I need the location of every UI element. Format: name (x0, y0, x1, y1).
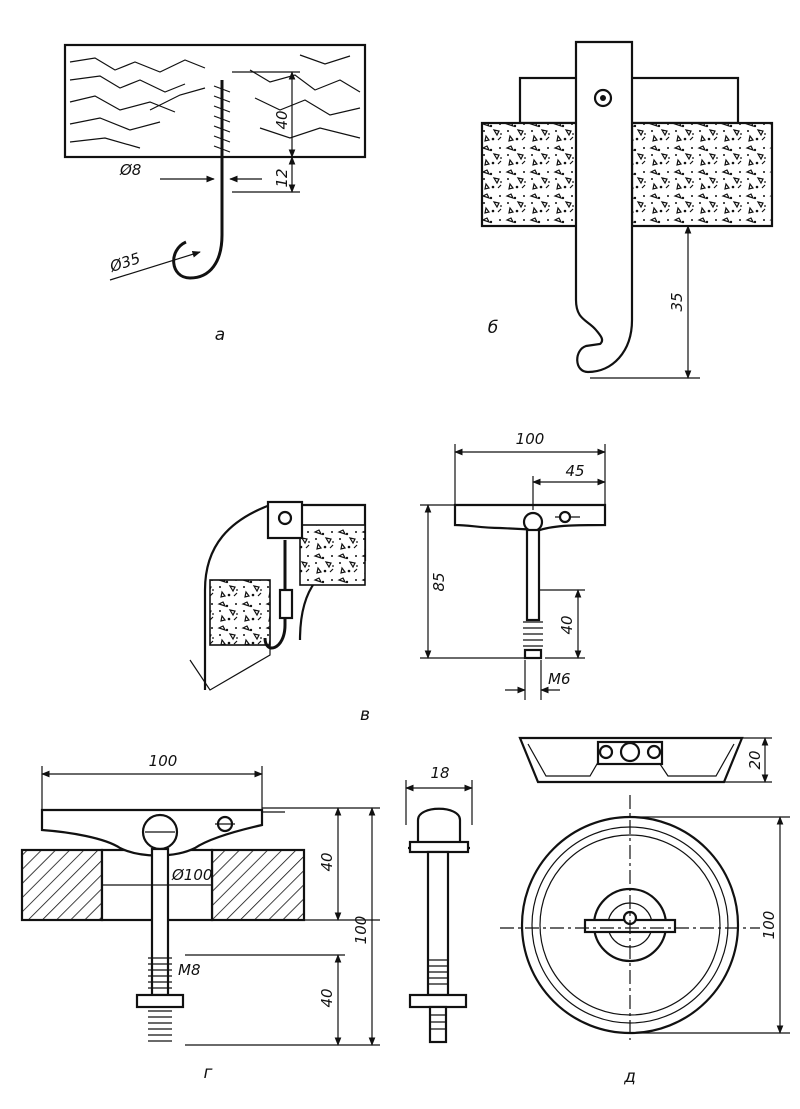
dim-label-18: 18 (430, 764, 449, 782)
bolt-g (150, 847, 170, 997)
caption-d: д (623, 1067, 636, 1087)
wood-grain (69, 54, 361, 149)
figure-v-elevation: 100 45 85 40 M6 в (360, 430, 607, 725)
dim-label-40: 40 (273, 110, 291, 129)
slab-right (630, 121, 774, 228)
dim-label-d-100: 100 (760, 911, 778, 940)
dim-label-v-85: 85 (430, 572, 448, 591)
dim-label-35: 35 (668, 292, 686, 311)
dim-label-g-width: 100 (149, 752, 178, 770)
caption-a: а (215, 325, 225, 345)
slab-right-section (210, 848, 306, 922)
caption-g: г (204, 1063, 213, 1083)
figure-g-side-view: 18 (405, 764, 473, 1044)
dim-label-12: 12 (273, 168, 291, 187)
slab-left-section (20, 848, 104, 922)
slab-left (480, 121, 580, 228)
screw-thread (213, 85, 231, 153)
wood-beam (63, 43, 367, 159)
dim-label-v-45: 45 (565, 462, 584, 480)
dim-label-d-20: 20 (746, 750, 764, 769)
dim-label-hole: Ø100 (171, 866, 212, 884)
dim-label-v-100: 100 (516, 430, 545, 448)
figure-d-section: 20 (518, 736, 772, 784)
dim-label-wire-diameter: Ø8 (119, 161, 141, 179)
dim-label-m6: M6 (548, 670, 571, 688)
rod (525, 528, 541, 622)
figure-a-screw-hook: 40 12 Ø8 Ø35 а (63, 43, 367, 345)
dim-label-v-40: 40 (558, 615, 576, 634)
figure-d-plan: 100 д (500, 795, 790, 1087)
dim-label-g-bottom: 40 (318, 988, 336, 1007)
figure-b-strap-hook: 35 б (480, 40, 774, 379)
dim-label-g-total: 100 (352, 916, 370, 945)
dim-label-m8: M8 (178, 961, 201, 979)
caption-b: б (488, 318, 498, 338)
dim-line-hook-diameter (109, 251, 201, 281)
figure-v-perspective (189, 500, 367, 691)
strap-hook (574, 40, 634, 374)
dim-label-g-top: 40 (318, 852, 336, 871)
hook-bend (172, 180, 224, 280)
nut-g (135, 993, 185, 1009)
figure-g-section: Ø100 100 40 40 100 M8 г (20, 752, 380, 1083)
caption-v: в (360, 705, 370, 725)
